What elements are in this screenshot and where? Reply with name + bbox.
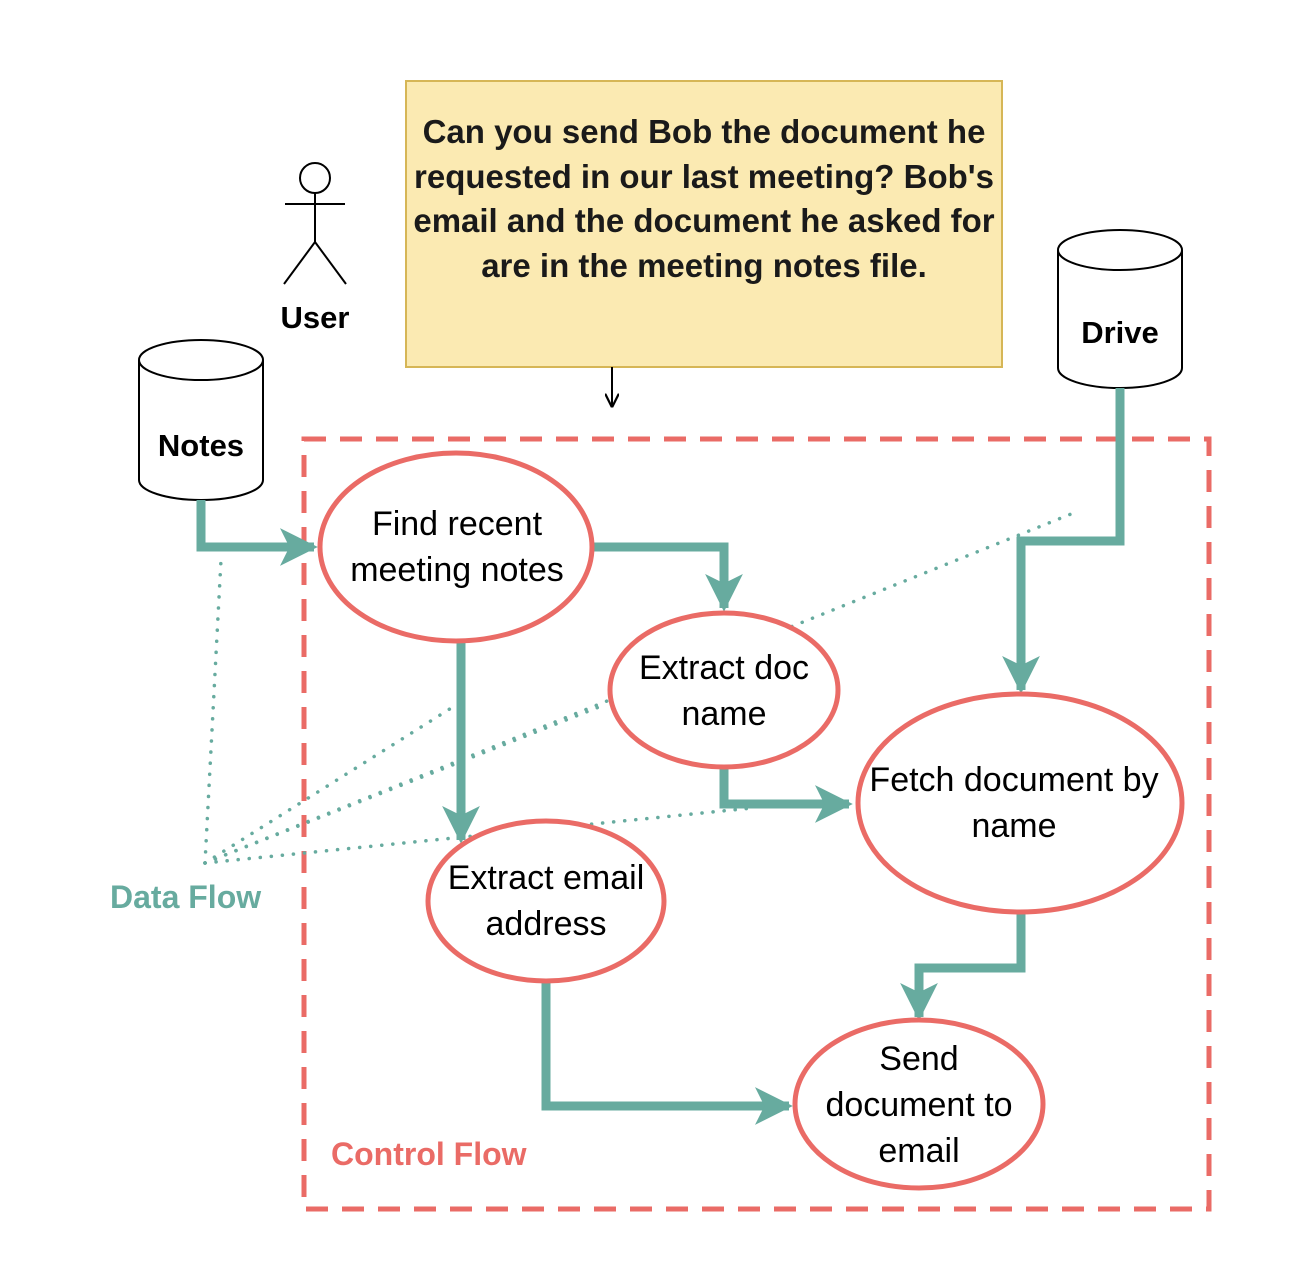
data-flow-legend-label: Data Flow (110, 879, 262, 915)
drive-store-label: Drive (1081, 315, 1159, 350)
arrow-fetch-to-send (900, 913, 1026, 1021)
arrow-find-to-extract-doc (593, 542, 743, 612)
node-find-notes-shape (317, 450, 595, 644)
node-extract-doc: Extract doc name (638, 649, 810, 733)
prompt-box (405, 80, 1003, 368)
node-extract-email-shape (425, 818, 667, 984)
node-fetch-doc-shape (855, 691, 1185, 915)
control-flow-legend-label: Control Flow (331, 1136, 527, 1172)
user-actor-icon (283, 162, 347, 285)
control-flow-boundary (301, 436, 1212, 1212)
user-prompt-text: Can you send Bob the document he request… (413, 113, 995, 284)
arrow-notes-to-find (196, 500, 318, 566)
data-flow-arrows (196, 388, 1125, 1125)
data-flow-dotted-lines (203, 510, 1078, 865)
arrow-drive-to-fetch (1002, 388, 1125, 694)
arrow-extract-email-to-send (541, 981, 793, 1125)
node-send-doc: Send document to email (825, 1040, 1013, 1170)
node-extract-email: Extract email address (447, 859, 645, 943)
user-label: User (280, 300, 350, 335)
notes-store-label: Notes (157, 428, 245, 463)
node-find-notes: Find recent meeting notes (350, 505, 564, 589)
drive-database-icon (1057, 229, 1183, 389)
node-fetch-doc: Fetch document by name (869, 761, 1159, 845)
arrow-extract-doc-to-fetch (719, 768, 853, 823)
node-send-doc-shape (792, 1017, 1046, 1191)
notes-database-icon (138, 339, 264, 501)
node-extract-doc-shape (607, 610, 841, 770)
